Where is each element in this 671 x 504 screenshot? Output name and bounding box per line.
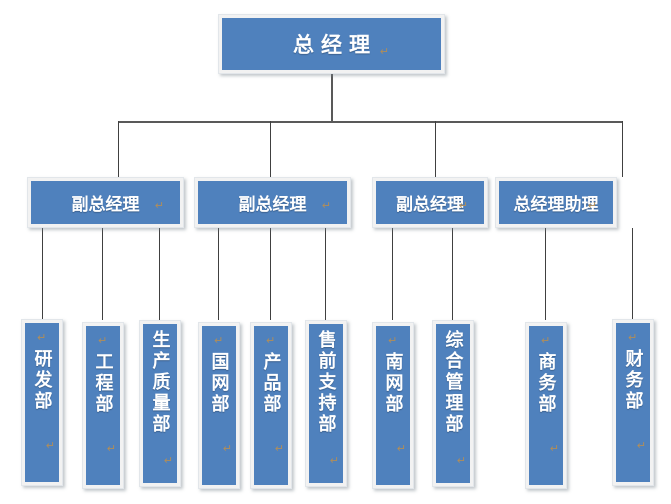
pilcrow-mark-top: ↵ — [37, 331, 47, 344]
node-deputy-gm-3[interactable]: 副总经理 ↵ — [372, 177, 488, 228]
connector-drop-dept-1 — [42, 228, 43, 320]
node-fill: 副总经理 ↵ — [31, 181, 180, 224]
pilcrow-mark-top: ↵ — [541, 334, 551, 347]
node-fill: ↵ 南网部 ↵ — [376, 326, 410, 485]
pilcrow-mark: ↵ — [274, 442, 284, 455]
node-dept-business[interactable]: ↵ 商务部 ↵ — [525, 322, 567, 489]
pilcrow-mark: ↵ — [379, 45, 389, 58]
node-label-dept-business: 商务部 — [535, 352, 557, 415]
node-dept-engineering[interactable]: ↵ 工程部 ↵ — [82, 322, 124, 489]
pilcrow-mark: ↵ — [163, 454, 173, 467]
connector-drop-dept-3 — [159, 228, 160, 320]
node-dept-production-quality[interactable]: 生产质量部 ↵ — [139, 320, 181, 487]
node-fill: 总经理助理 ↵ — [499, 181, 613, 224]
node-deputy-gm-1[interactable]: 副总经理 ↵ — [27, 177, 184, 228]
node-fill: 综合管理部 ↵ — [436, 324, 470, 483]
node-fill: 生产质量部 ↵ — [143, 324, 177, 483]
pilcrow-mark-top: ↵ — [388, 334, 398, 347]
node-fill: ↵ 国网部 ↵ — [202, 326, 236, 485]
node-dept-general-management[interactable]: 综合管理部 ↵ — [432, 320, 474, 487]
node-fill: ↵ 产品部 ↵ — [254, 326, 288, 485]
node-label-deputy-gm-3: 副总经理 — [396, 195, 464, 215]
node-dept-rd[interactable]: ↵ 研发部 ↵ — [21, 319, 63, 486]
node-dept-state-grid[interactable]: ↵ 国网部 ↵ — [198, 322, 240, 489]
node-label-dept-production-quality: 生产质量部 — [149, 330, 171, 435]
connector-drop-manager-3 — [435, 121, 436, 177]
node-label-dept-state-grid: 国网部 — [208, 352, 230, 415]
node-fill: ↵ 工程部 ↵ — [86, 326, 120, 485]
pilcrow-mark: ↵ — [636, 439, 646, 452]
pilcrow-mark: ↵ — [456, 454, 466, 467]
node-general-manager[interactable]: 总经理 ↵ — [218, 14, 445, 74]
connector-drop-dept-9 — [545, 228, 546, 320]
node-label-dept-finance: 财务部 — [622, 349, 644, 412]
connector-drop-dept-10 — [632, 228, 633, 320]
pilcrow-mark: ↵ — [45, 439, 55, 452]
connector-drop-dept-4 — [218, 228, 219, 320]
node-label-dept-presales-support: 售前支持部 — [315, 330, 337, 435]
node-fill: 副总经理 ↵ — [198, 181, 347, 224]
node-label-dept-rd: 研发部 — [31, 349, 53, 412]
node-dept-product[interactable]: ↵ 产品部 ↵ — [250, 322, 292, 489]
pilcrow-mark-top: ↵ — [266, 334, 276, 347]
node-label-dept-engineering: 工程部 — [92, 352, 114, 415]
connector-drop-dept-7 — [392, 228, 393, 320]
connector-bus-level2 — [118, 121, 623, 123]
pilcrow-mark: ↵ — [549, 442, 559, 455]
node-label-general-manager: 总经理 — [293, 33, 377, 57]
node-label-deputy-gm-2: 副总经理 — [238, 195, 307, 215]
node-fill: ↵ 研发部 ↵ — [25, 323, 59, 482]
pilcrow-mark-top: ↵ — [214, 334, 224, 347]
connector-drop-dept-6 — [325, 228, 326, 320]
node-dept-southern-grid[interactable]: ↵ 南网部 ↵ — [372, 322, 414, 489]
connector-drop-manager-1 — [118, 121, 119, 177]
node-dept-presales-support[interactable]: 售前支持部 ↵ — [305, 320, 347, 487]
pilcrow-mark-top: ↵ — [98, 334, 108, 347]
node-label-gm-assistant: 总经理助理 — [513, 195, 599, 215]
node-deputy-gm-2[interactable]: 副总经理 ↵ — [194, 177, 351, 228]
pilcrow-mark: ↵ — [329, 454, 339, 467]
node-label-dept-product: 产品部 — [260, 352, 282, 415]
node-dept-finance[interactable]: ↵ 财务部 ↵ — [612, 319, 654, 486]
connector-drop-manager-4 — [622, 121, 623, 177]
pilcrow-mark: ↵ — [106, 442, 116, 455]
node-fill: 副总经理 ↵ — [376, 181, 484, 224]
node-fill: 总经理 ↵ — [222, 18, 441, 70]
pilcrow-mark-top: ↵ — [628, 331, 638, 344]
node-label-dept-southern-grid: 南网部 — [382, 352, 404, 415]
connector-trunk-root — [331, 74, 333, 122]
connector-drop-dept-8 — [452, 228, 453, 320]
node-fill: ↵ 财务部 ↵ — [616, 323, 650, 482]
pilcrow-mark: ↵ — [396, 442, 406, 455]
node-fill: ↵ 商务部 ↵ — [529, 326, 563, 485]
pilcrow-mark: ↵ — [321, 199, 331, 212]
node-label-deputy-gm-1: 副总经理 — [71, 195, 140, 215]
connector-drop-dept-2 — [102, 228, 103, 320]
node-gm-assistant[interactable]: 总经理助理 ↵ — [495, 177, 617, 228]
node-fill: 售前支持部 ↵ — [309, 324, 343, 483]
connector-drop-manager-2 — [270, 121, 271, 177]
pilcrow-mark: ↵ — [154, 199, 164, 212]
pilcrow-mark: ↵ — [222, 442, 232, 455]
connector-drop-dept-5 — [270, 228, 271, 320]
node-label-dept-general-management: 综合管理部 — [442, 330, 464, 435]
